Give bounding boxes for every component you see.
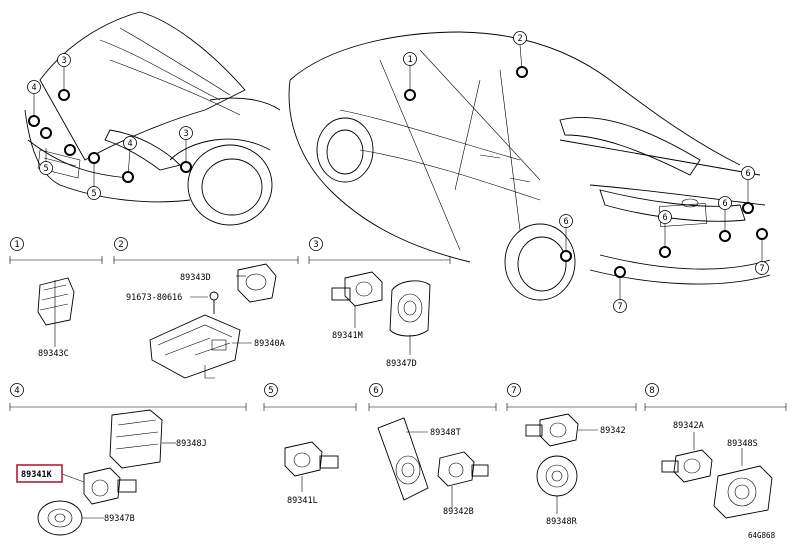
part-label-89341M: 89341M [332,331,363,341]
svg-text:7: 7 [759,264,764,274]
part-label-89343C: 89343C [38,349,69,359]
highlight-frame [16,464,63,483]
part-label-89348J: 89348J [176,439,207,449]
callout-circle: 5 [87,186,101,200]
part-label-89342: 89342 [600,426,626,436]
part-89340A-drawing [149,314,252,379]
section-3: 3 89341M 89347D [308,237,451,369]
svg-text:7: 7 [511,386,516,396]
svg-text:4: 4 [14,386,19,396]
callout-circle: 7 [755,261,769,275]
part-89347D-drawing [389,280,431,355]
part-89342-drawing [525,413,598,447]
front-callouts: 3 4 3 4 5 5 [27,53,193,200]
callout-circle: 4 [27,80,41,94]
svg-text:3: 3 [183,129,188,139]
svg-text:6: 6 [745,169,750,179]
svg-text:2: 2 [517,34,522,44]
part-label-89343D: 89343D [180,273,211,283]
svg-text:6: 6 [662,213,667,223]
part-label-89341L: 89341L [287,496,318,506]
svg-text:5: 5 [268,386,273,396]
svg-text:1: 1 [14,240,19,250]
section-1: 1 89343C [9,237,103,359]
callout-circle: 1 [403,52,417,66]
svg-text:5: 5 [91,189,96,199]
callout-circle: 6 [658,210,672,224]
callout-circle: 3 [57,53,71,67]
svg-text:6: 6 [373,386,378,396]
svg-text:7: 7 [617,302,622,312]
svg-text:4: 4 [127,139,132,149]
part-89348S-drawing [713,448,773,519]
section-2: 2 89343D 91673-80616 89340A [113,237,299,379]
part-label-89347B: 89347B [104,514,135,524]
part-89342A-drawing [661,432,713,483]
callout-circle: 6 [559,214,573,228]
part-label-89348R: 89348R [546,517,578,527]
svg-text:4: 4 [31,83,36,93]
part-label-89340A: 89340A [254,339,285,349]
callout-circle: 7 [613,299,627,313]
callout-circle: 5 [39,161,53,175]
callout-circle: 2 [513,31,527,45]
part-89341L-drawing [284,441,339,492]
part-label-89342A: 89342A [673,421,704,431]
svg-text:6: 6 [722,199,727,209]
part-89347B-drawing [37,500,104,536]
part-label-89342B: 89342B [443,507,474,517]
part-89348R-drawing [536,455,578,514]
svg-text:1: 1 [407,55,412,65]
part-89341M-drawing [331,271,383,328]
svg-text:2: 2 [118,240,123,250]
part-label-89341K: 89341K [21,470,53,480]
callout-circle: 6 [741,166,755,180]
svg-text:5: 5 [43,164,48,174]
callout-circle: 6 [718,196,732,210]
callout-circle: 4 [123,136,137,150]
section-5: 5 89341L [263,383,357,506]
part-label-89348T: 89348T [430,428,461,438]
part-91673-80616-drawing [190,291,219,314]
svg-text:6: 6 [563,217,568,227]
section-6: 6 89348T 89342B [368,383,497,517]
part-89348J-drawing [109,409,176,469]
part-89343C-drawing [37,277,75,347]
callout-circle: 3 [179,126,193,140]
part-label-91673-80616: 91673-80616 [126,293,182,303]
front-view-illustration [24,11,281,226]
part-89343D-drawing [236,263,277,303]
part-89342B-drawing [437,451,489,508]
rear-callouts: 1 2 6 6 6 6 7 7 [403,31,769,313]
svg-text:3: 3 [61,56,66,66]
part-89341K-drawing [61,467,137,505]
section-7: 7 89342 89348R [506,383,637,527]
part-label-89348S: 89348S [727,439,758,449]
section-4: 4 89348J 89341K 89347B [9,383,247,536]
svg-text:3: 3 [313,240,318,250]
section-8: 8 89342A 89348S [644,383,787,519]
svg-text:8: 8 [649,386,654,396]
part-89348T-drawing [377,417,429,501]
diagram-id: 64G868 [748,531,776,540]
part-label-89347D: 89347D [386,359,417,369]
